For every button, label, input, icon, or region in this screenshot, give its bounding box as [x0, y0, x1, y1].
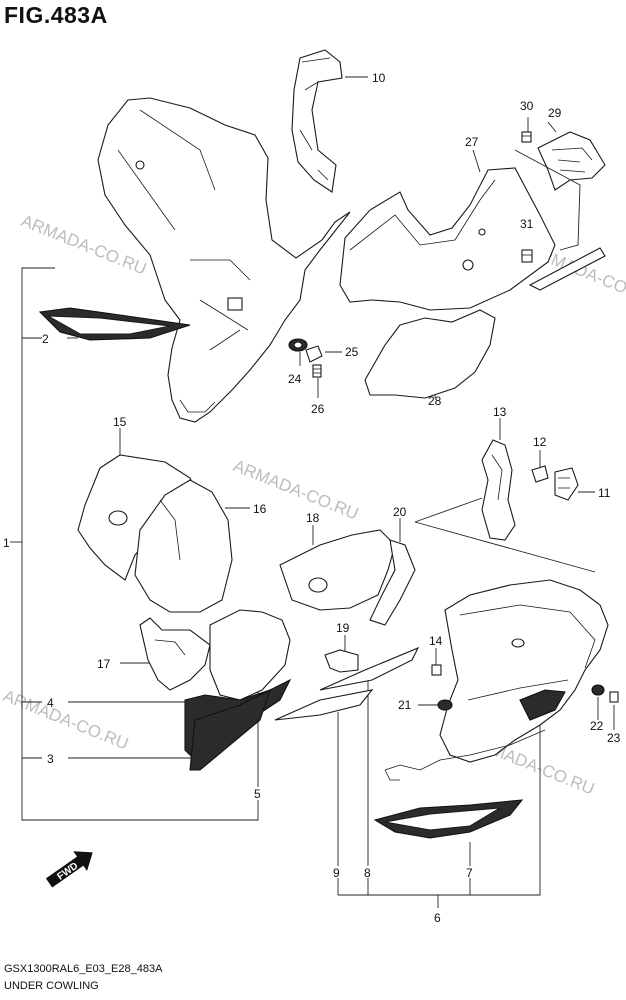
callout-10: 10	[372, 71, 386, 85]
callout-5: 5	[254, 787, 261, 801]
part-15-side-cover	[77, 454, 201, 581]
callout-21: 21	[398, 698, 412, 712]
callout-30: 30	[520, 99, 534, 113]
part-21-grommet	[437, 699, 453, 711]
parts-24-25-26-hardware	[288, 338, 323, 378]
part-6-under-cowl	[384, 579, 609, 781]
callout-3: 3	[47, 752, 54, 766]
part-9-plate	[274, 689, 374, 721]
callout-27: 27	[465, 135, 479, 149]
part-13-bracket	[481, 439, 516, 541]
part-10-duct	[291, 49, 343, 193]
callout-14: 14	[429, 634, 443, 648]
part-5-panel	[209, 609, 291, 701]
callout-18: 18	[306, 511, 320, 525]
watermark: ARMADA-CO.RU	[231, 456, 362, 524]
section-title: UNDER COWLING	[4, 980, 99, 992]
part-31-screw	[521, 249, 533, 263]
leader-lines	[67, 76, 615, 730]
callout-17: 17	[97, 657, 111, 671]
part-7-trim-strip	[373, 799, 524, 839]
part-16-lower-cover	[134, 479, 233, 613]
part-30-screw	[521, 131, 532, 143]
callout-31: 31	[520, 217, 534, 231]
part-17-small-cover	[139, 617, 211, 691]
part-19-clip	[324, 649, 359, 673]
part-29-plate	[514, 149, 606, 291]
callout-20: 20	[393, 505, 407, 519]
part-23-screw	[609, 691, 619, 703]
part-20-strip	[369, 539, 416, 626]
callout-11: 11	[598, 486, 611, 500]
callout-6: 6	[434, 911, 441, 925]
part-14-bolt	[431, 664, 442, 676]
callout-24: 24	[288, 372, 302, 386]
part-22-nut	[591, 684, 605, 696]
part-8-plate	[319, 646, 420, 691]
watermark: ARMADA-CO.RU	[1, 686, 132, 754]
callout-12: 12	[533, 435, 547, 449]
callout-26: 26	[311, 402, 325, 416]
callout-8: 8	[364, 866, 371, 880]
inner-panel-left	[97, 97, 351, 423]
callout-7: 7	[466, 866, 473, 880]
callout-4: 4	[47, 696, 54, 710]
assembly-line	[414, 497, 596, 573]
callout-2: 2	[42, 332, 49, 346]
callout-labels: 1 2 3 4 5 6 7 8 9 10 11 12 13 14 15 16 1…	[3, 71, 621, 925]
part-29-bracket	[537, 131, 606, 191]
part-12-screw	[531, 465, 549, 483]
callout-29: 29	[548, 106, 562, 120]
callout-9: 9	[333, 866, 340, 880]
fwd-badge: FWD	[45, 851, 93, 888]
part-11-clip	[554, 467, 579, 501]
callout-19: 19	[336, 621, 350, 635]
part-18-cover	[279, 529, 396, 611]
callout-15: 15	[113, 415, 127, 429]
callout-1: 1	[3, 536, 10, 550]
callout-28: 28	[428, 394, 442, 408]
model-code: GSX1300RAL6_E03_E28_483A	[4, 963, 163, 975]
part-28-inner-panel	[364, 309, 496, 399]
callout-16: 16	[253, 502, 267, 516]
callout-13: 13	[493, 405, 507, 419]
part-2-trim-strip	[38, 307, 191, 341]
part-27-side-panel	[339, 167, 556, 311]
figure-title: FIG.483A	[4, 2, 108, 28]
part-3-strip	[189, 688, 271, 771]
forward-arrow-icon	[45, 851, 93, 888]
callout-23: 23	[607, 731, 621, 745]
callout-22: 22	[590, 719, 604, 733]
callout-25: 25	[345, 345, 359, 359]
